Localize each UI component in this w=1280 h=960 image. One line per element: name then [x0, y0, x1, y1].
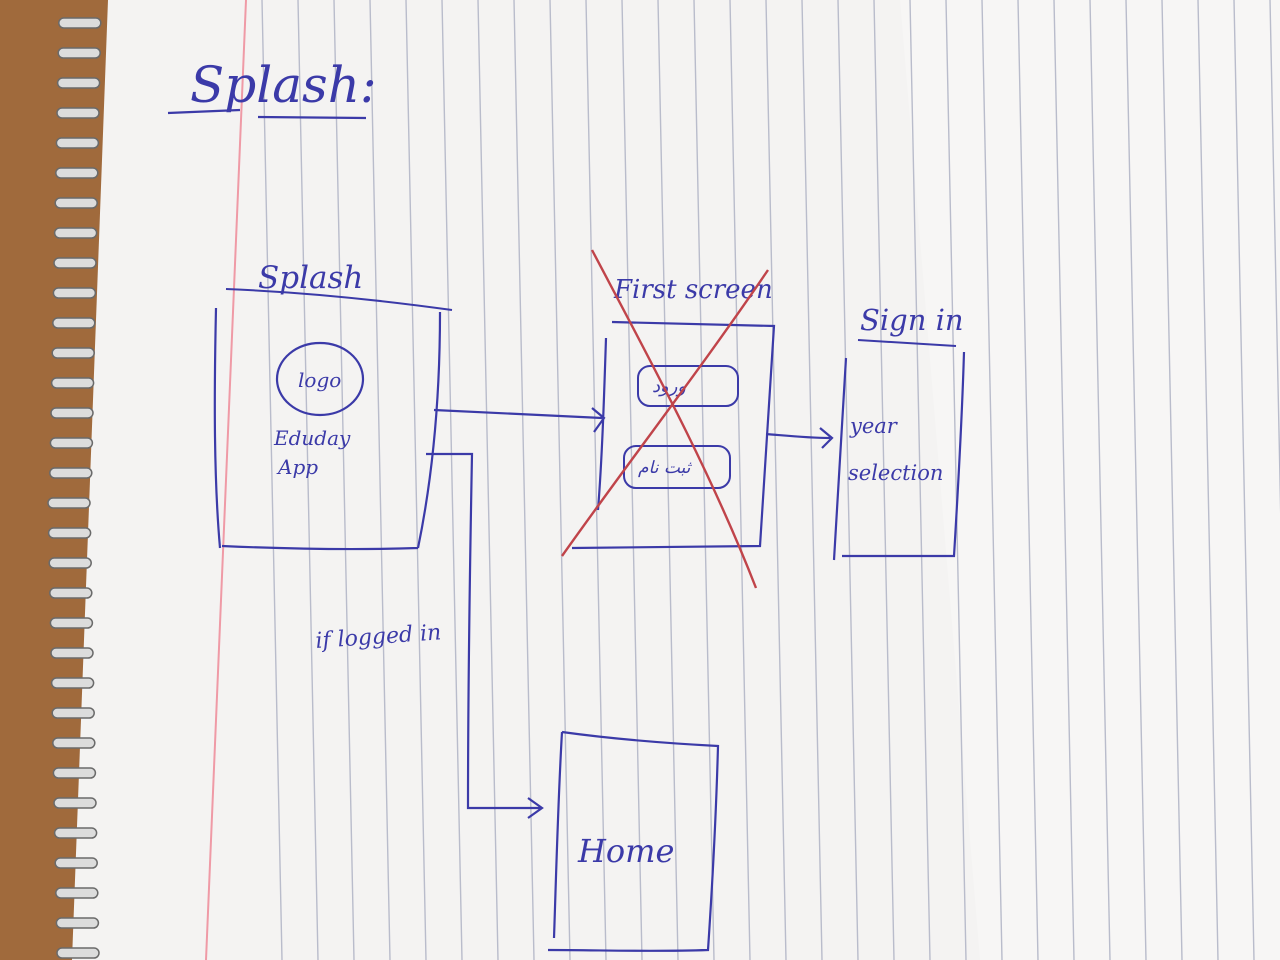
heading-underline — [167, 108, 367, 120]
flow-arrows — [426, 407, 834, 819]
spiral-ring — [49, 467, 93, 479]
spiral-ring — [48, 557, 92, 569]
ruled-line — [981, 0, 1003, 960]
spiral-ring — [55, 137, 100, 149]
arrow-splash-to-home — [426, 452, 544, 819]
splash-label-underline — [225, 288, 453, 311]
app-name-line1: Eduday — [273, 426, 351, 450]
spiral-ring — [52, 767, 97, 779]
spiral-ring — [56, 947, 100, 959]
cross-out-mark — [561, 249, 769, 589]
ruled-line — [621, 0, 643, 960]
ruled-line — [1053, 0, 1075, 960]
spiral-ring — [50, 647, 94, 659]
spiral-ring — [52, 287, 97, 299]
ruled-line — [1161, 0, 1183, 960]
login-button-sketch — [637, 365, 739, 407]
ruled-line — [1269, 0, 1280, 514]
ruled-lines — [261, 0, 1280, 960]
first-screen-frame — [571, 320, 776, 550]
ruled-line — [405, 0, 427, 960]
ruled-line — [297, 0, 319, 960]
spiral-ring — [51, 707, 95, 719]
spiral-ring — [55, 887, 99, 899]
spiral-ring — [47, 527, 92, 539]
paper-highlight — [900, 0, 1280, 960]
ruled-line — [477, 0, 499, 960]
signup-button-text: ثبت نام — [638, 458, 693, 478]
first-screen: First screen ورود ثبت نام — [561, 249, 776, 589]
home-label: Home — [577, 832, 674, 870]
spiral-ring — [56, 107, 100, 119]
spiral-ring — [49, 617, 94, 629]
ruled-line — [1125, 0, 1147, 960]
spiral-ring — [55, 917, 100, 929]
logo-text: logo — [298, 368, 341, 392]
first-screen-label: First screen — [613, 275, 773, 305]
splash-label: Splash — [258, 260, 363, 296]
ruled-line — [801, 0, 823, 960]
arrow-splash-to-first-screen — [433, 407, 606, 433]
spiral-ring — [56, 77, 101, 89]
ruled-line — [585, 0, 607, 960]
spiral-ring — [53, 227, 98, 239]
app-name-line2: App — [276, 455, 318, 479]
spiral-ring — [51, 347, 95, 359]
ruled-line — [1089, 0, 1111, 960]
sign-in-label: Sign in — [860, 303, 964, 337]
spiral-ring — [57, 47, 101, 59]
ruled-line — [693, 0, 715, 960]
spiral-ring — [49, 437, 94, 449]
spiral-ring — [53, 257, 97, 269]
ruled-line — [333, 0, 355, 960]
ruled-line — [765, 0, 787, 960]
spiral-ring — [54, 857, 98, 869]
ruled-line — [945, 0, 967, 960]
ruled-line — [1197, 0, 1219, 960]
paper-sheet — [72, 0, 1280, 960]
spiral-ring — [58, 17, 102, 29]
splash-frame — [213, 307, 442, 551]
home-frame — [547, 730, 720, 952]
ruled-line — [909, 0, 931, 960]
ruled-line — [369, 0, 391, 960]
sign-in-frame — [832, 351, 966, 561]
arrow-first-screen-to-sign-in — [765, 427, 834, 449]
ruled-line — [1233, 0, 1255, 960]
ruled-line — [441, 0, 463, 960]
spiral-ring — [53, 797, 97, 809]
ruled-line — [549, 0, 571, 960]
spiral-ring — [54, 197, 98, 209]
spiral-ring — [50, 407, 94, 419]
spiral-ring — [52, 737, 96, 749]
ruled-line — [657, 0, 679, 960]
spiral-ring — [52, 317, 96, 329]
sign-in-content-line2: selection — [848, 461, 943, 485]
ruled-line — [873, 0, 895, 960]
home-screen: Home — [547, 730, 720, 952]
spiral-ring — [50, 377, 95, 389]
sign-in-content-line1: year — [849, 414, 899, 438]
signup-button-sketch — [623, 445, 731, 489]
ruled-line — [261, 0, 283, 960]
sign-in-label-underline — [857, 339, 957, 347]
splash-screen: Splash logo Eduday App — [213, 260, 453, 551]
spiral-ring — [50, 677, 95, 689]
page-heading: Splash: — [190, 56, 377, 114]
ruled-line — [729, 0, 751, 960]
margin-line — [205, 0, 247, 960]
spiral-ring — [47, 497, 91, 509]
spiral-ring — [53, 827, 98, 839]
spiral-binding — [47, 17, 102, 959]
spiral-ring — [55, 167, 99, 179]
ruled-line — [1017, 0, 1039, 960]
spiral-ring — [49, 587, 93, 599]
ruled-line — [837, 0, 859, 960]
sign-in-screen: Sign in year selection — [832, 303, 966, 561]
logo-circle — [275, 341, 365, 417]
